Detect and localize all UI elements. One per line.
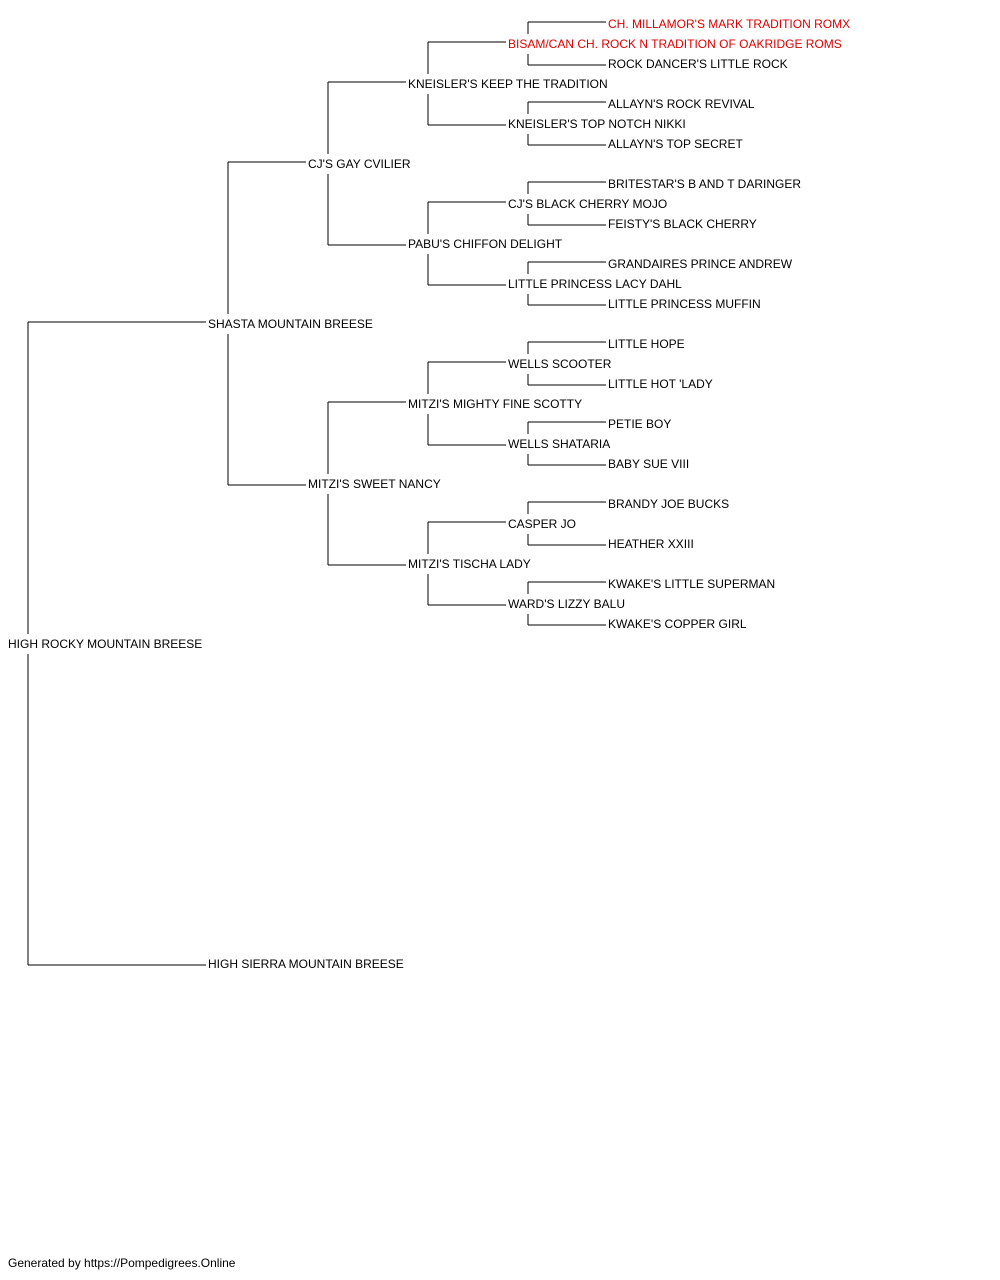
pedigree-name-sdd: LITTLE PRINCESS LACY DAHL — [508, 277, 682, 291]
pedigree-name-ddds: KWAKE'S LITTLE SUPERMAN — [608, 577, 775, 591]
pedigree-name-sds: CJ'S BLACK CHERRY MOJO — [508, 197, 667, 211]
pedigree-name-sddd: LITTLE PRINCESS MUFFIN — [608, 297, 761, 311]
pedigree-name-ddss: BRANDY JOE BUCKS — [608, 497, 729, 511]
pedigree-name-sss: BISAM/CAN CH. ROCK N TRADITION OF OAKRID… — [508, 37, 842, 51]
pedigree-name-dddd: KWAKE'S COPPER GIRL — [608, 617, 747, 631]
pedigree-name-sssd: ROCK DANCER'S LITTLE ROCK — [608, 57, 788, 71]
pedigree-name-ssd: KNEISLER'S TOP NOTCH NIKKI — [508, 117, 686, 131]
pedigree-name-ss: KNEISLER'S KEEP THE TRADITION — [408, 77, 608, 91]
pedigree-name-dsdd: BABY SUE VIII — [608, 457, 689, 471]
pedigree-name-ssds: ALLAYN'S ROCK REVIVAL — [608, 97, 755, 111]
pedigree-name-dsd: WELLS SHATARIA — [508, 437, 610, 451]
pedigree-name-dsds: PETIE BOY — [608, 417, 671, 431]
generated-by-footer: Generated by https://Pompedigrees.Online — [8, 1256, 236, 1270]
pedigree-name-dd: MITZI'S TISCHA LADY — [408, 557, 531, 571]
pedigree-name-ddsd: HEATHER XXIII — [608, 537, 694, 551]
pedigree-name-d: MITZI'S SWEET NANCY — [308, 477, 441, 491]
pedigree-name-sdsd: FEISTY'S BLACK CHERRY — [608, 217, 757, 231]
pedigree-name-s: CJ'S GAY CVILIER — [308, 157, 411, 171]
pedigree-name-sdss: BRITESTAR'S B AND T DARINGER — [608, 177, 801, 191]
pedigree-name-sd: PABU'S CHIFFON DELIGHT — [408, 237, 563, 251]
pedigree-name-dds: CASPER JO — [508, 517, 576, 531]
pedigree-name-ddd: WARD'S LIZZY BALU — [508, 597, 625, 611]
pedigree-name-ds: MITZI'S MIGHTY FINE SCOTTY — [408, 397, 582, 411]
pedigree-name-sdds: GRANDAIRES PRINCE ANDREW — [608, 257, 793, 271]
pedigree-name-dssd: LITTLE HOT 'LADY — [608, 377, 713, 391]
pedigree-name-ssdd: ALLAYN'S TOP SECRET — [608, 137, 743, 151]
pedigree-name-dam: HIGH SIERRA MOUNTAIN BREESE — [208, 957, 404, 971]
pedigree-name-dss: WELLS SCOOTER — [508, 357, 612, 371]
pedigree-name-sire: SHASTA MOUNTAIN BREESE — [208, 317, 373, 331]
pedigree-name-ssss: CH. MILLAMOR'S MARK TRADITION ROMX — [608, 17, 850, 31]
pedigree-name-dsss: LITTLE HOPE — [608, 337, 685, 351]
pedigree-name-subject: HIGH ROCKY MOUNTAIN BREESE — [8, 637, 202, 651]
